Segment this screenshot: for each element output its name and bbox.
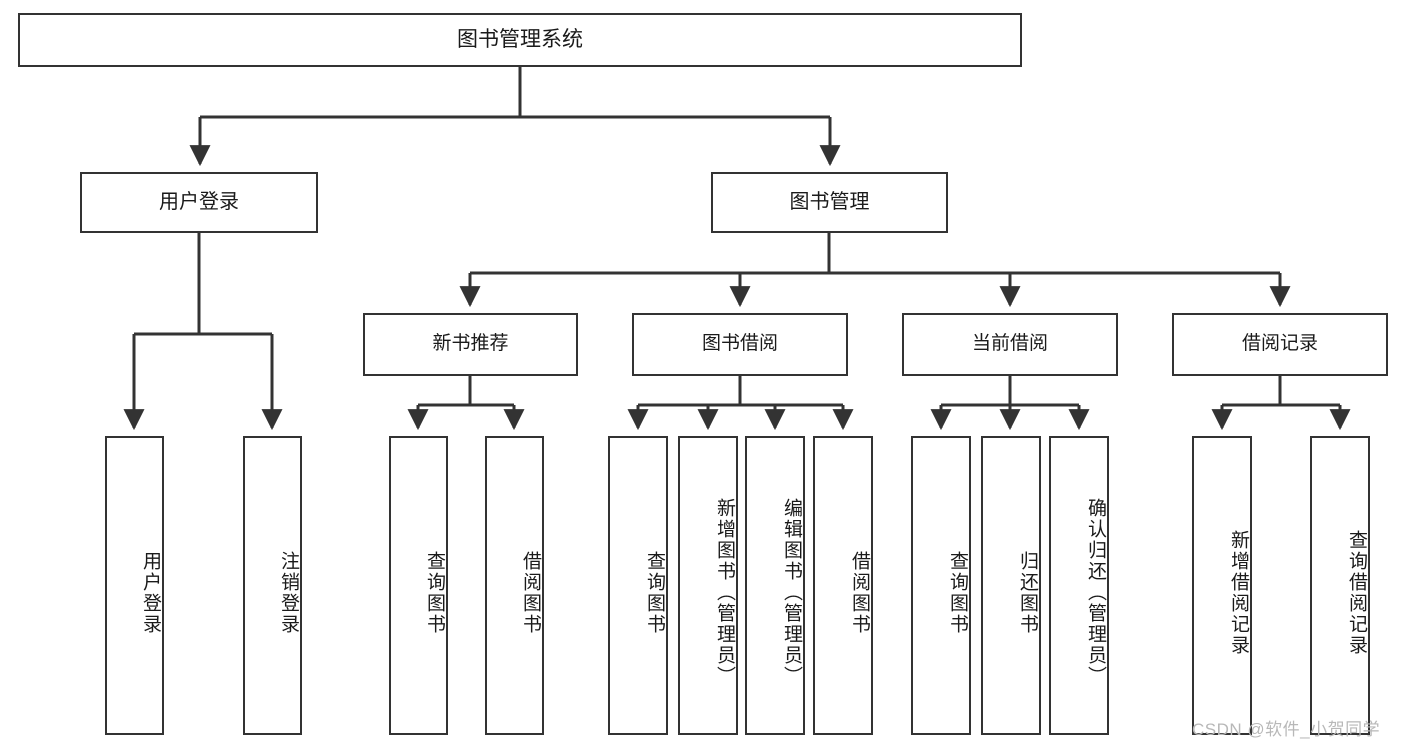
node-root-label: 图书管理系统 (457, 27, 583, 51)
leaf-label: 注销登录 (278, 550, 299, 635)
node-user-login-label: 用户登录 (159, 190, 239, 213)
leaf-current-borrow-0[interactable]: 查询图书 (911, 436, 971, 735)
leaf-new-book-recommend-0[interactable]: 查询图书 (389, 436, 448, 735)
node-new-book-recommend[interactable]: 新书推荐 (363, 313, 578, 376)
leaf-user-login-0[interactable]: 用户登录 (105, 436, 164, 735)
node-user-login[interactable]: 用户登录 (80, 172, 318, 233)
leaf-label: 查询图书 (947, 550, 968, 635)
csdn-watermark: CSDN @软件_小贺同学 (1192, 720, 1381, 739)
leaf-label: 归还图书 (1017, 550, 1038, 635)
node-book-management-label: 图书管理 (789, 190, 870, 213)
leaf-label: 借阅图书 (849, 550, 870, 635)
leaf-current-borrow-2[interactable]: 确认归还（管理员） (1049, 436, 1109, 735)
node-root[interactable]: 图书管理系统 (18, 13, 1022, 67)
leaf-label: 查询图书 (424, 550, 445, 635)
leaf-label: 用户登录 (140, 550, 161, 635)
leaf-label: 新增图书（管理员） (714, 498, 735, 687)
leaf-borrow-record-1[interactable]: 查询借阅记录 (1310, 436, 1370, 735)
node-current-borrow-label: 当前借阅 (971, 333, 1048, 355)
leaf-book-borrow-0[interactable]: 查询图书 (608, 436, 668, 735)
leaf-label: 查询图书 (644, 550, 665, 635)
leaf-label: 确认归还（管理员） (1085, 498, 1106, 687)
leaf-book-borrow-1[interactable]: 新增图书（管理员） (678, 436, 738, 735)
leaf-label: 新增借阅记录 (1228, 529, 1249, 656)
node-book-management[interactable]: 图书管理 (711, 172, 948, 233)
leaf-user-login-1[interactable]: 注销登录 (243, 436, 302, 735)
leaf-label: 借阅图书 (520, 550, 541, 635)
node-borrow-record-label: 借阅记录 (1241, 333, 1318, 355)
leaf-book-borrow-3[interactable]: 借阅图书 (813, 436, 873, 735)
leaf-current-borrow-1[interactable]: 归还图书 (981, 436, 1041, 735)
node-current-borrow[interactable]: 当前借阅 (902, 313, 1118, 376)
leaf-label: 编辑图书（管理员） (781, 498, 802, 687)
leaf-label: 查询借阅记录 (1346, 529, 1367, 656)
leaf-borrow-record-0[interactable]: 新增借阅记录 (1192, 436, 1252, 735)
node-new-book-recommend-label: 新书推荐 (432, 333, 509, 355)
leaf-book-borrow-2[interactable]: 编辑图书（管理员） (745, 436, 805, 735)
leaf-new-book-recommend-1[interactable]: 借阅图书 (485, 436, 544, 735)
node-book-borrow-label: 图书借阅 (701, 333, 778, 355)
node-book-borrow[interactable]: 图书借阅 (632, 313, 848, 376)
node-borrow-record[interactable]: 借阅记录 (1172, 313, 1388, 376)
